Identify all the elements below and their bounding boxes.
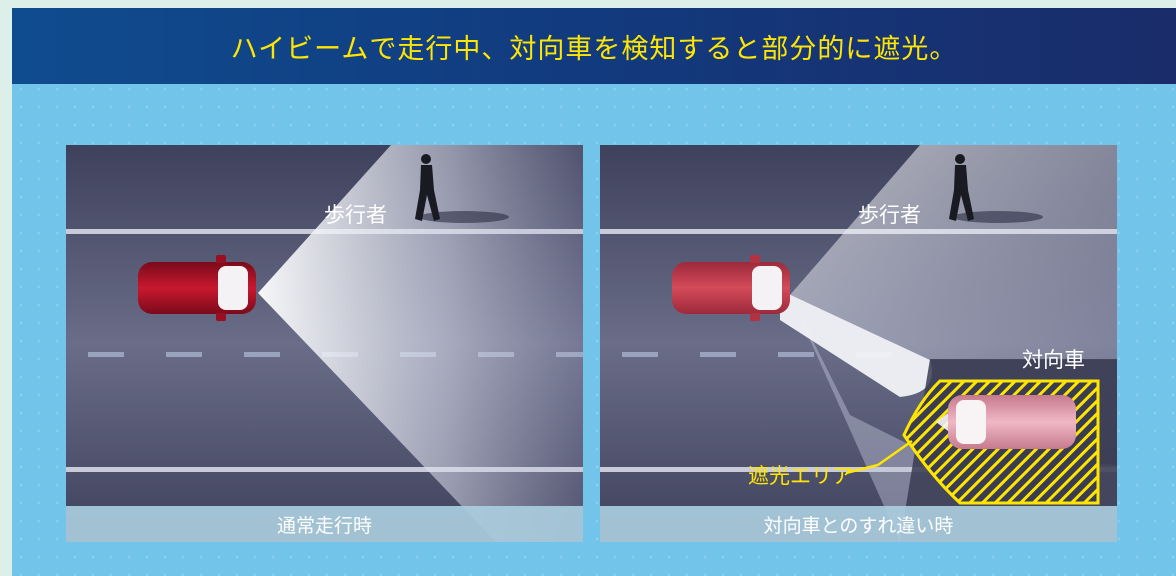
- own-car: [138, 255, 256, 321]
- caption-passing-oncoming: 対向車とのすれ違い時: [600, 506, 1117, 542]
- oncoming-car-label: 対向車: [1022, 348, 1085, 372]
- upper-beam: [790, 145, 1117, 360]
- title: ハイビームで走行中、対向車を検知すると部分的に遮光。: [230, 33, 958, 65]
- shade-label-leader: [845, 439, 913, 475]
- caption-normal-driving-text: 通常走行時: [276, 514, 372, 537]
- panel-normal-driving: 歩行者 通常走行時: [66, 145, 583, 542]
- high-beam-light: [258, 145, 583, 542]
- pedestrian-label: 歩行者: [324, 203, 387, 227]
- road-edge-bottom: [66, 467, 583, 472]
- passing-oncoming-illustration: 遮光エリア 対向車 歩行者: [600, 145, 1117, 542]
- caption-passing-oncoming-text: 対向車とのすれ違い時: [763, 514, 954, 537]
- pedestrian-figure: [949, 154, 1043, 223]
- pedestrian-label: 歩行者: [858, 203, 921, 227]
- own-car: [672, 255, 790, 321]
- pedestrian-figure: [415, 154, 509, 223]
- caption-normal-driving: 通常走行時: [66, 506, 583, 542]
- diagram-frame: ハイビームで走行中、対向車を検知すると部分的に遮光。: [12, 8, 1176, 576]
- shade-area-label: 遮光エリア: [748, 464, 853, 488]
- beam-strip: [780, 290, 932, 397]
- panel-passing-oncoming: 遮光エリア 対向車 歩行者 対向車とのすれ違い時: [600, 145, 1117, 542]
- title-banner: ハイビームで走行中、対向車を検知すると部分的に遮光。: [12, 8, 1176, 84]
- oncoming-car: [936, 395, 1076, 449]
- normal-driving-illustration: 歩行者: [66, 145, 583, 542]
